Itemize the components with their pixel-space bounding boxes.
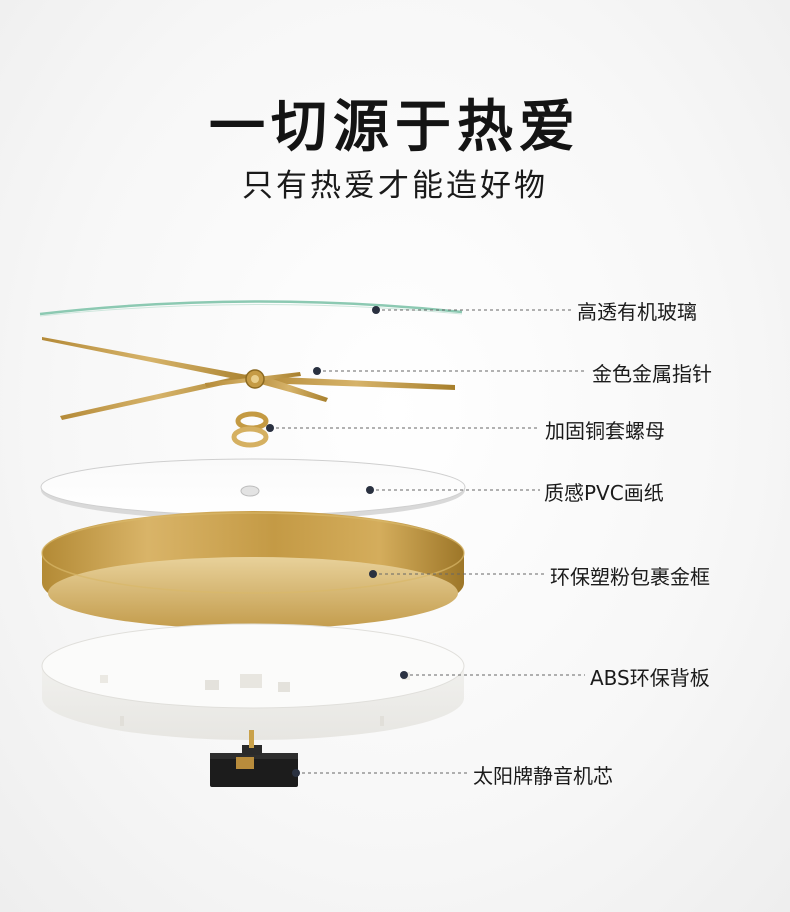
clock-hands: [42, 337, 455, 420]
label-hands: 金色金属指针: [592, 362, 712, 386]
label-movement: 太阳牌静音机芯: [473, 764, 613, 788]
dial-disc: [40, 458, 466, 520]
label-glass: 高透有机玻璃: [577, 300, 697, 324]
abs-back-plate: [41, 623, 465, 740]
page-title: 一切源于热爱: [209, 95, 581, 160]
clock-movement: [210, 730, 298, 787]
glass-lens: [39, 300, 463, 317]
leader-lines: [266, 306, 587, 777]
label-dial: 质感PVC画纸: [544, 481, 664, 505]
page-subtitle: 只有热爱才能造好物: [242, 168, 548, 204]
label-backplate: ABS环保背板: [590, 666, 710, 690]
label-frame: 环保塑粉包裹金框: [550, 565, 710, 589]
label-nut: 加固铜套螺母: [545, 419, 665, 443]
brass-nut: [231, 411, 269, 448]
gold-frame: [41, 511, 465, 629]
